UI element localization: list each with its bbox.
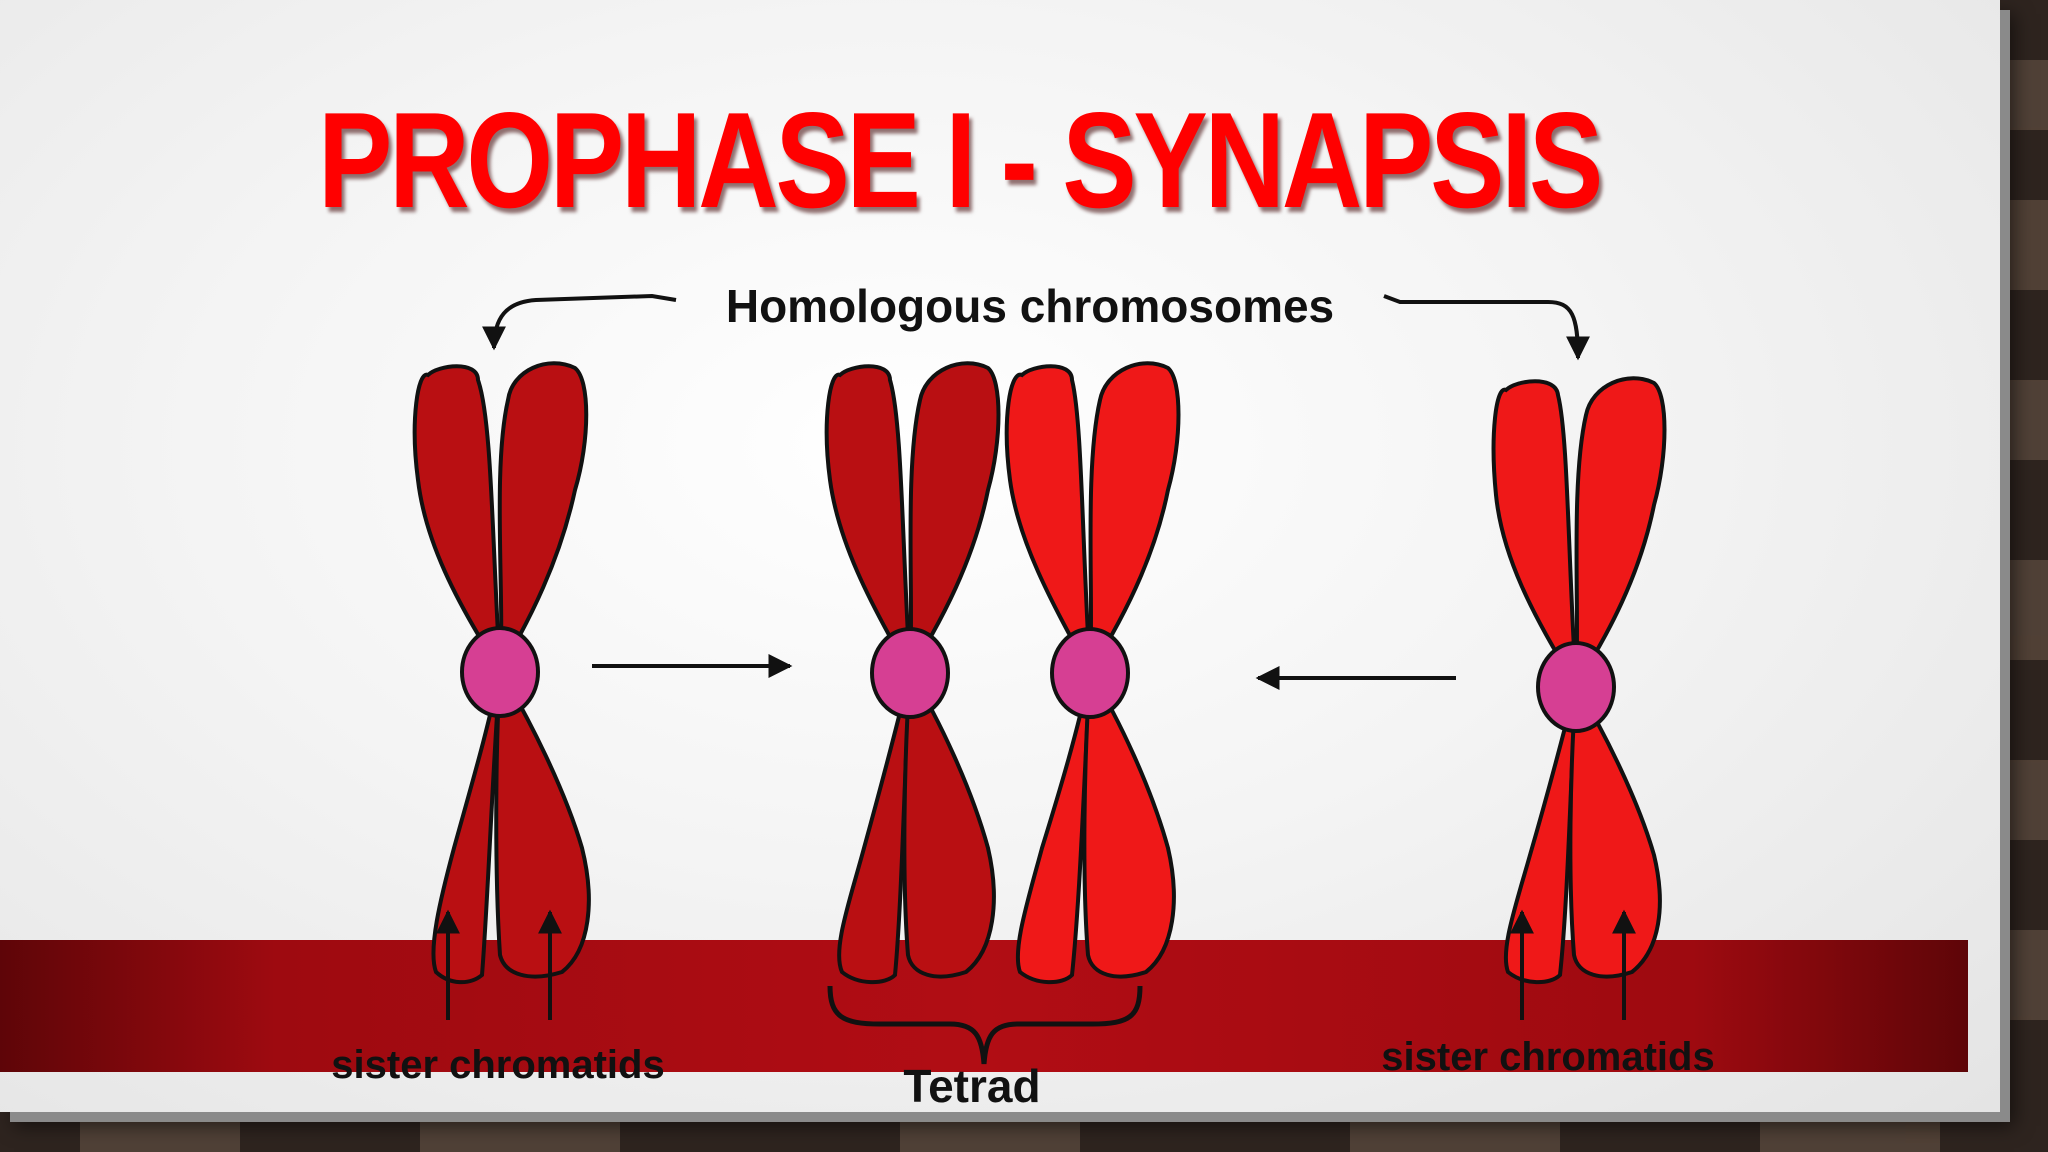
right-centromere: [1536, 641, 1616, 733]
homologous-connector-right: [1383, 294, 1590, 361]
tetrad-bright-chromatid-a: [1004, 364, 1092, 985]
tetrad-dark-centromere: [870, 627, 950, 719]
right-chromatid-b: [1568, 376, 1667, 979]
left-chromatid-b: [494, 361, 591, 979]
homologous-connector-left: [482, 293, 677, 351]
tetrad-label: Tetrad: [903, 1060, 1040, 1112]
left-chromatid-a: [412, 364, 503, 985]
tetrad-dark-chromatid-b: [902, 361, 1001, 979]
synapsis-diagram: Homologous chromosomes sister chromatids…: [331, 280, 1714, 1112]
left-chromosome: [412, 361, 591, 985]
left-centromere: [460, 626, 540, 718]
tetrad-dark-chromosome: [824, 361, 1001, 985]
homologous-label: Homologous chromosomes: [726, 280, 1334, 332]
right-sister-chromatids-label: sister chromatids: [1381, 1035, 1714, 1079]
right-chromosome: [1491, 376, 1667, 985]
tetrad-bright-chromatid-b: [1082, 361, 1181, 979]
tetrad-bright-centromere: [1050, 627, 1130, 719]
tetrad-bright-chromosome: [1004, 361, 1181, 985]
slide-title: PROPHASE I - SYNAPSIS: [318, 84, 1603, 236]
left-sister-chromatids-label: sister chromatids: [331, 1043, 664, 1087]
slide-panel: PROPHASE I - SYNAPSIS: [0, 0, 2000, 1112]
tetrad-brace: [827, 985, 1143, 1065]
